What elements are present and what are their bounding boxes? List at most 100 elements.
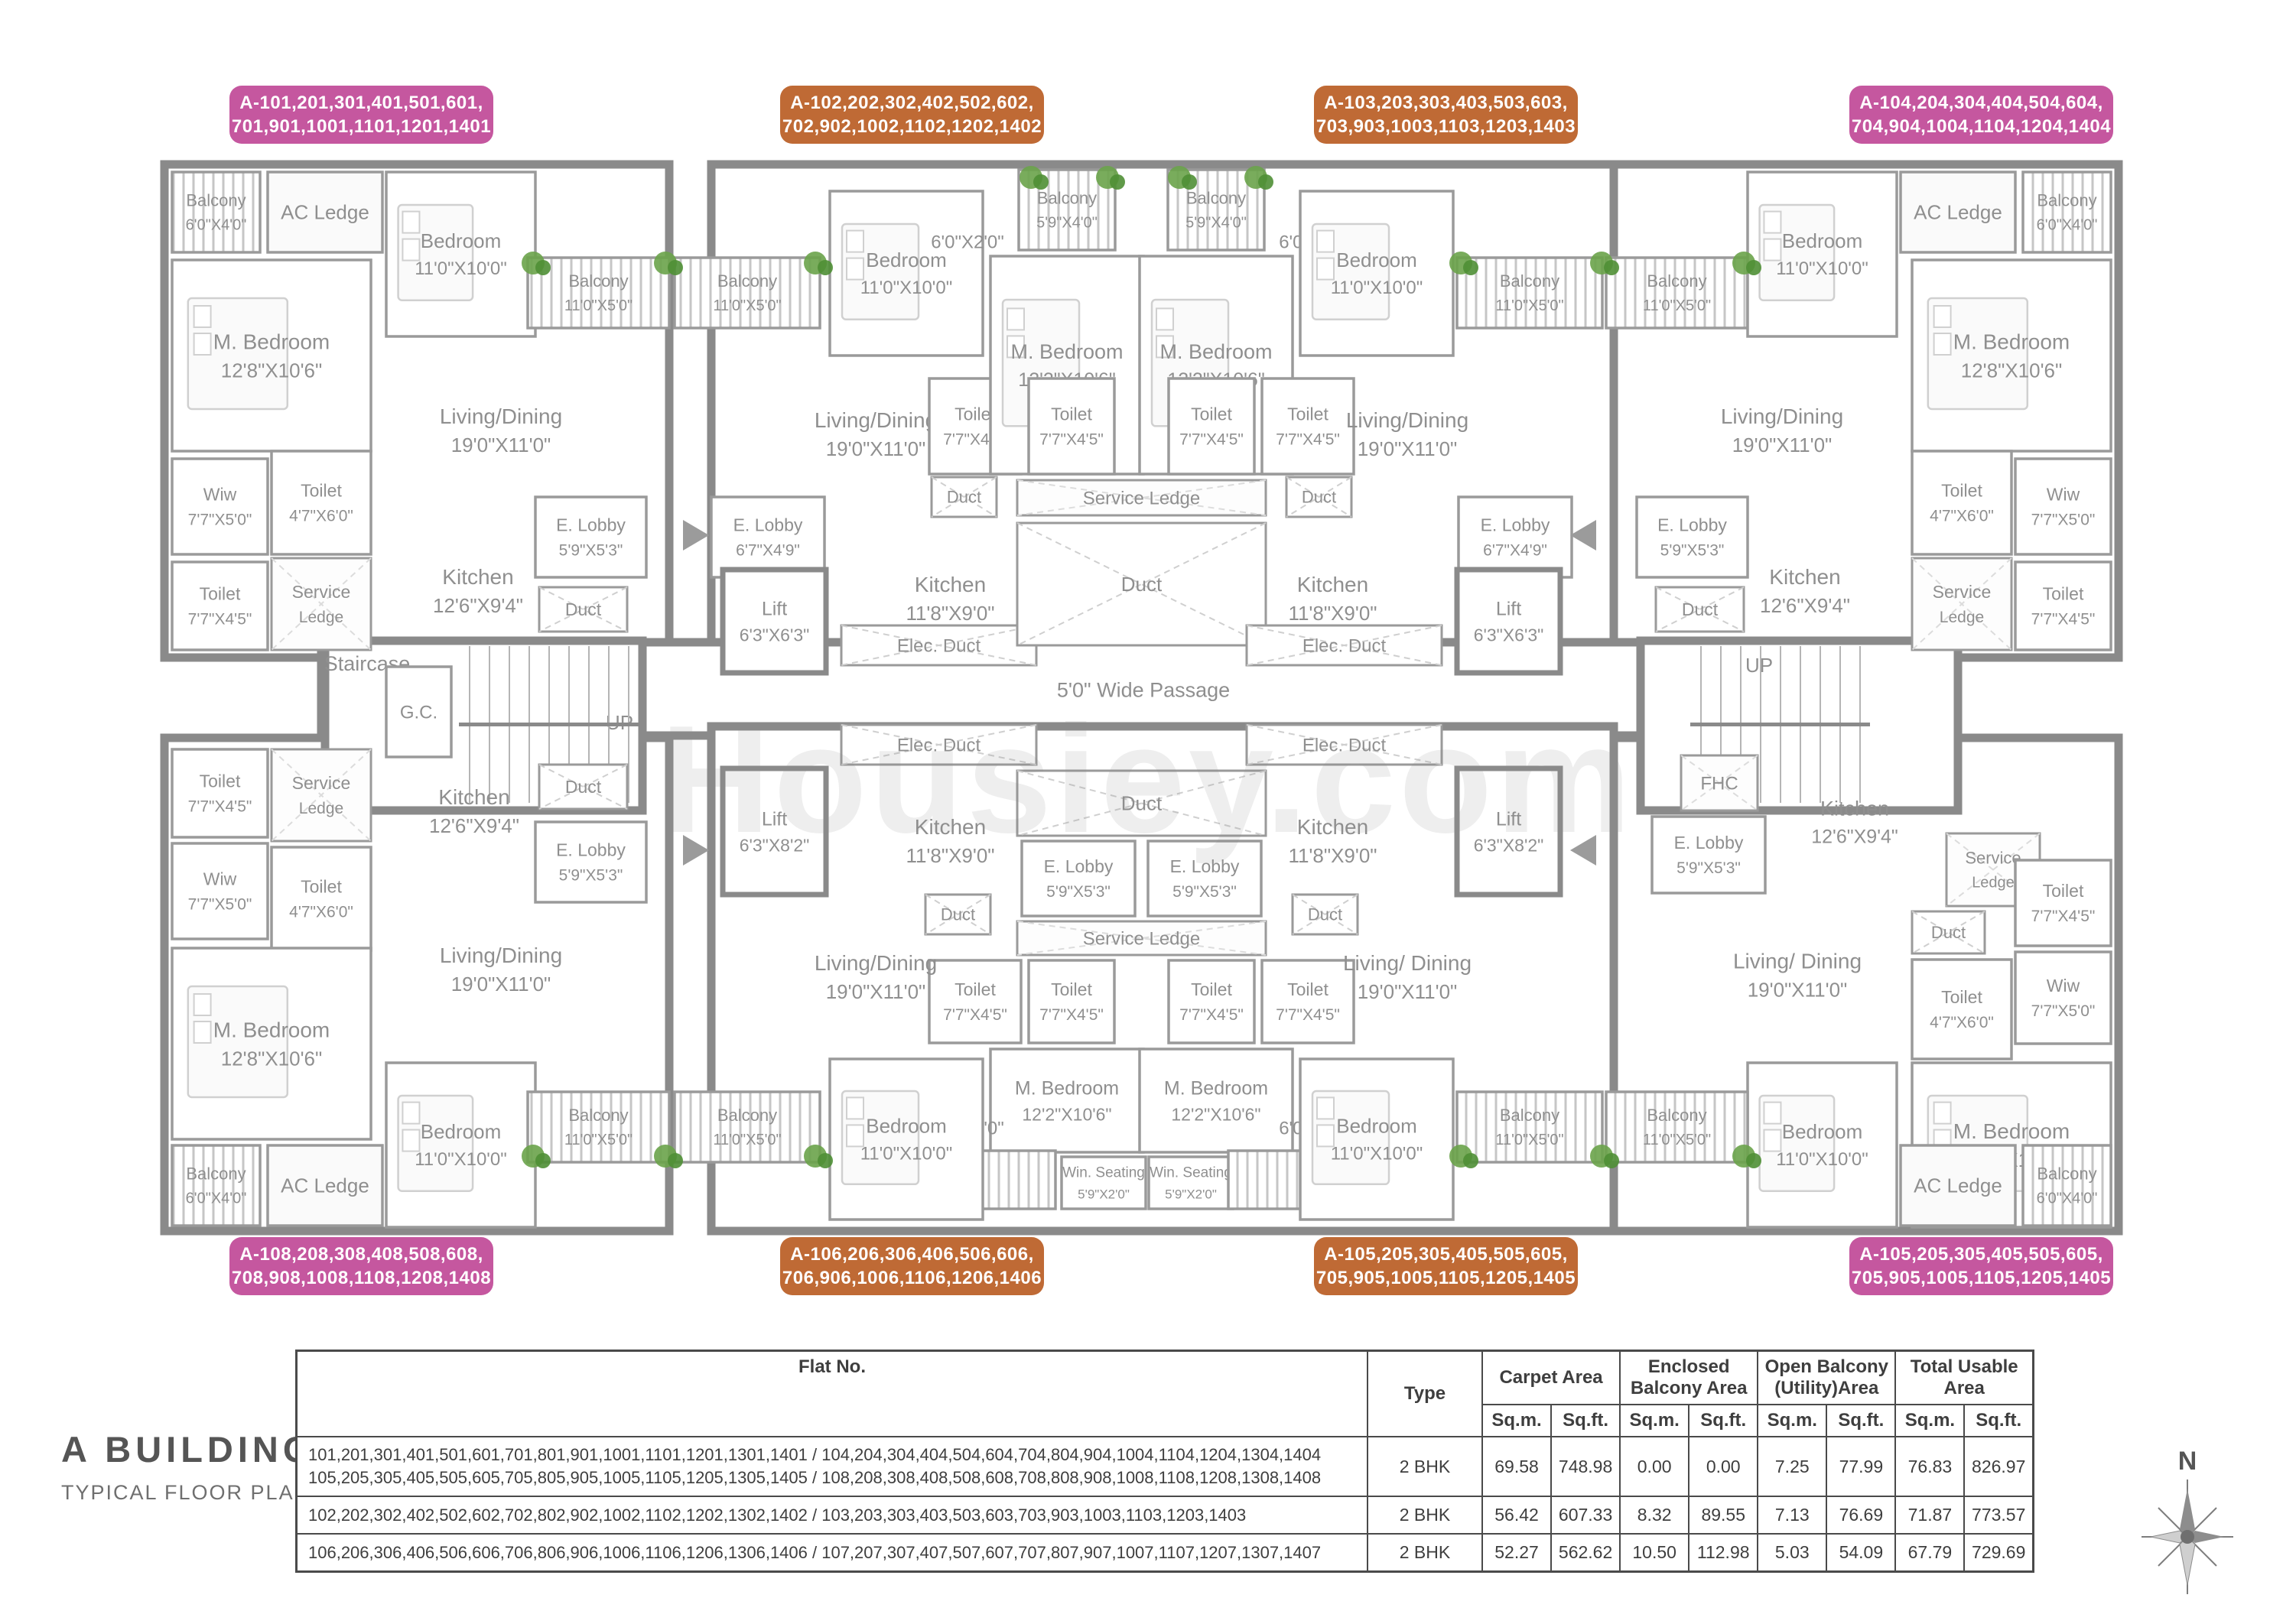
unit-label-line: A-106,206,306,406,506,606,	[790, 1244, 1034, 1265]
room-label: 7'7"X4'5"	[2031, 611, 2096, 628]
room-wiw: Wiw 7'7"X5'0"	[2014, 950, 2112, 1045]
room-label: 11'0"X5'0"	[713, 297, 781, 314]
room-label: Wiw	[203, 869, 237, 889]
room-label: 7'7"X4'5"	[1039, 431, 1104, 449]
room-duct: Duct	[924, 893, 992, 936]
page-subtitle: TYPICAL FLOOR PLAN	[61, 1481, 311, 1504]
room-label: 11'0"X5'0"	[564, 1132, 633, 1148]
area-value-cell: 71.87	[1894, 1496, 1966, 1535]
room-label: 11'0"X5'0"	[1495, 297, 1563, 314]
room-label: Toilet	[1287, 979, 1328, 999]
room-label: Kitchen	[1769, 565, 1840, 589]
room-label: 7'7"X5'0"	[188, 896, 252, 914]
room-label: Bedroom	[421, 1120, 502, 1143]
room-label: Duct	[947, 488, 981, 507]
room-label: Toilet	[1287, 404, 1328, 424]
room-label: Service	[292, 582, 351, 602]
room-label: 11'8"X9'0"	[1288, 844, 1377, 867]
area-value-cell: 826.97	[1963, 1436, 2034, 1497]
unit-label-line: 705,905,1005,1105,1205,1405	[1315, 1268, 1576, 1288]
room-label: Kitchen	[1297, 815, 1368, 839]
room-duct: Duct	[538, 763, 629, 810]
room-label: 12'6"X9'4"	[1811, 826, 1898, 847]
unit-label-line: 705,905,1005,1105,1205,1405	[1851, 1268, 2112, 1288]
room-label: Toilet	[1051, 404, 1092, 424]
room-duct: Duct	[930, 476, 998, 518]
room-label: Toilet	[200, 771, 241, 791]
room-label: Toilet	[2043, 584, 2084, 604]
room-label: 19'0"X11'0"	[451, 434, 551, 456]
room-label: Balcony	[717, 1106, 777, 1125]
area-value-cell: 5.03	[1757, 1533, 1828, 1573]
area-value-cell: 7.25	[1757, 1436, 1828, 1497]
room-label: Ledge	[299, 609, 343, 626]
area-value-cell: 67.79	[1894, 1533, 1966, 1573]
room-label: Duct	[941, 905, 975, 924]
unit-label-line: A-101,201,301,401,501,601,	[239, 93, 483, 113]
unit-label-top-a104: A-104,204,304,404,504,604, 704,904,1004,…	[1849, 86, 2113, 144]
room-label: 12'8"X10'6"	[221, 1047, 323, 1070]
room-label: Toilet	[1051, 979, 1092, 999]
flat-numbers-cell: 101,201,301,401,501,601,701,801,901,1001…	[295, 1436, 1368, 1497]
plant-icon	[1590, 252, 1619, 275]
room-service-ledge: Service Ledge	[1016, 479, 1267, 517]
room-duct: Duct	[538, 586, 629, 633]
room-toilet: Toilet 7'7"X4'5"	[1027, 377, 1116, 476]
room-label: Bedroom	[1336, 248, 1417, 271]
room-label: M. Bedroom	[1159, 340, 1272, 363]
room-label: Service	[292, 773, 351, 793]
room-label: Wiw	[2047, 976, 2080, 996]
plant-icon	[654, 252, 683, 275]
room-label: 19'0"X11'0"	[1358, 980, 1458, 1003]
plant-icon	[522, 252, 551, 275]
room-label: Toilet	[1191, 404, 1232, 424]
unit-label-top-a103: A-103,203,303,403,503,603, 703,903,1003,…	[1314, 86, 1578, 144]
room-label: 6'3"X6'3"	[740, 625, 810, 645]
room-label: Service Ledge	[1083, 928, 1200, 949]
room-label: Balcony	[2037, 191, 2096, 210]
room-label: 7'7"X5'0"	[2031, 1002, 2096, 1020]
room-label: 7'7"X4'5"	[1276, 1006, 1340, 1024]
room-label: Balcony	[1647, 271, 1706, 291]
room-label: Bedroom	[1782, 1120, 1863, 1143]
room-label: 4'7"X6'0"	[289, 904, 353, 921]
room-label: Balcony	[568, 1106, 628, 1125]
room-label: Elec. Duct	[1302, 735, 1387, 755]
area-value-cell: 729.69	[1963, 1533, 2034, 1573]
area-value-cell: 10.50	[1619, 1533, 1690, 1573]
room-label: Lift	[762, 598, 787, 619]
area-value-cell: 8.32	[1619, 1496, 1690, 1535]
room-label: 5'9"X5'3"	[1172, 883, 1237, 901]
room-toilet: Toilet 7'7"X4'5"	[2014, 560, 2112, 651]
plant-icon	[1590, 1145, 1619, 1168]
room-label: Lift	[1496, 598, 1521, 619]
unit-label-line: 706,906,1006,1106,1206,1406	[782, 1268, 1042, 1288]
room-label: Toilet	[200, 584, 241, 604]
room-label: G.C.	[400, 702, 437, 723]
unit-header: Sq.ft.	[1963, 1404, 2034, 1437]
room-duct: Duct	[1285, 476, 1353, 518]
